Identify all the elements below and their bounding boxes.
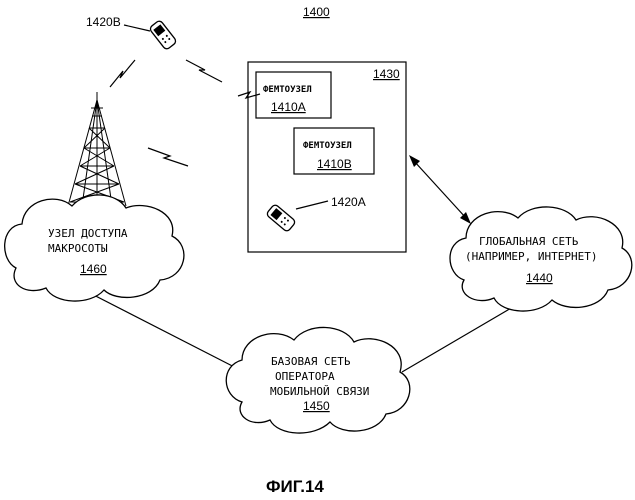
wireless-link-icon (148, 148, 188, 166)
link-box-to-wan (414, 161, 466, 218)
wan-cloud-ref: 1440 (526, 271, 553, 285)
macro-cloud-line1: УЗЕЛ ДОСТУПА (48, 227, 128, 240)
wireless-link-icon (186, 60, 222, 82)
figure-caption: ФИГ.14 (266, 477, 324, 496)
wireless-link-icon (110, 60, 135, 87)
phone-a-label: 1420A (331, 195, 366, 209)
core-cloud-line1: БАЗОВАЯ СЕТЬ (271, 355, 351, 368)
link-macro-to-core (80, 288, 248, 374)
macro-cloud-line2: МАКРОСОТЫ (48, 242, 108, 255)
leader-line (296, 201, 328, 209)
core-cloud-ref: 1450 (303, 399, 330, 413)
mobile-phone-icon (266, 204, 296, 233)
wireless-link-icon (238, 92, 260, 98)
femto-node-b-title: ФЕМТОУЗЕЛ (303, 141, 352, 151)
cell-tower-icon (68, 92, 126, 206)
phone-b-label: 1420B (86, 15, 121, 29)
femto-node-b-ref: 1410B (317, 157, 352, 171)
femto-box-ref: 1430 (373, 67, 400, 81)
macro-cloud-ref: 1460 (80, 262, 107, 276)
core-cloud-line2: ОПЕРАТОРА (275, 370, 335, 383)
leader-line (124, 25, 150, 31)
femto-node-a-title: ФЕМТОУЗЕЛ (263, 85, 312, 95)
mobile-phone-icon (149, 20, 177, 51)
figure-number: 1400 (303, 5, 330, 19)
wan-cloud-line2: (НАПРИМЕР, ИНТЕРНЕТ) (465, 250, 597, 263)
femto-node-a-ref: 1410A (271, 100, 306, 114)
link-wan-to-core (402, 304, 518, 372)
core-cloud-line3: МОБИЛЬНОЙ СВЯЗИ (270, 385, 369, 398)
wan-cloud-line1: ГЛОБАЛЬНАЯ СЕТЬ (479, 235, 579, 248)
